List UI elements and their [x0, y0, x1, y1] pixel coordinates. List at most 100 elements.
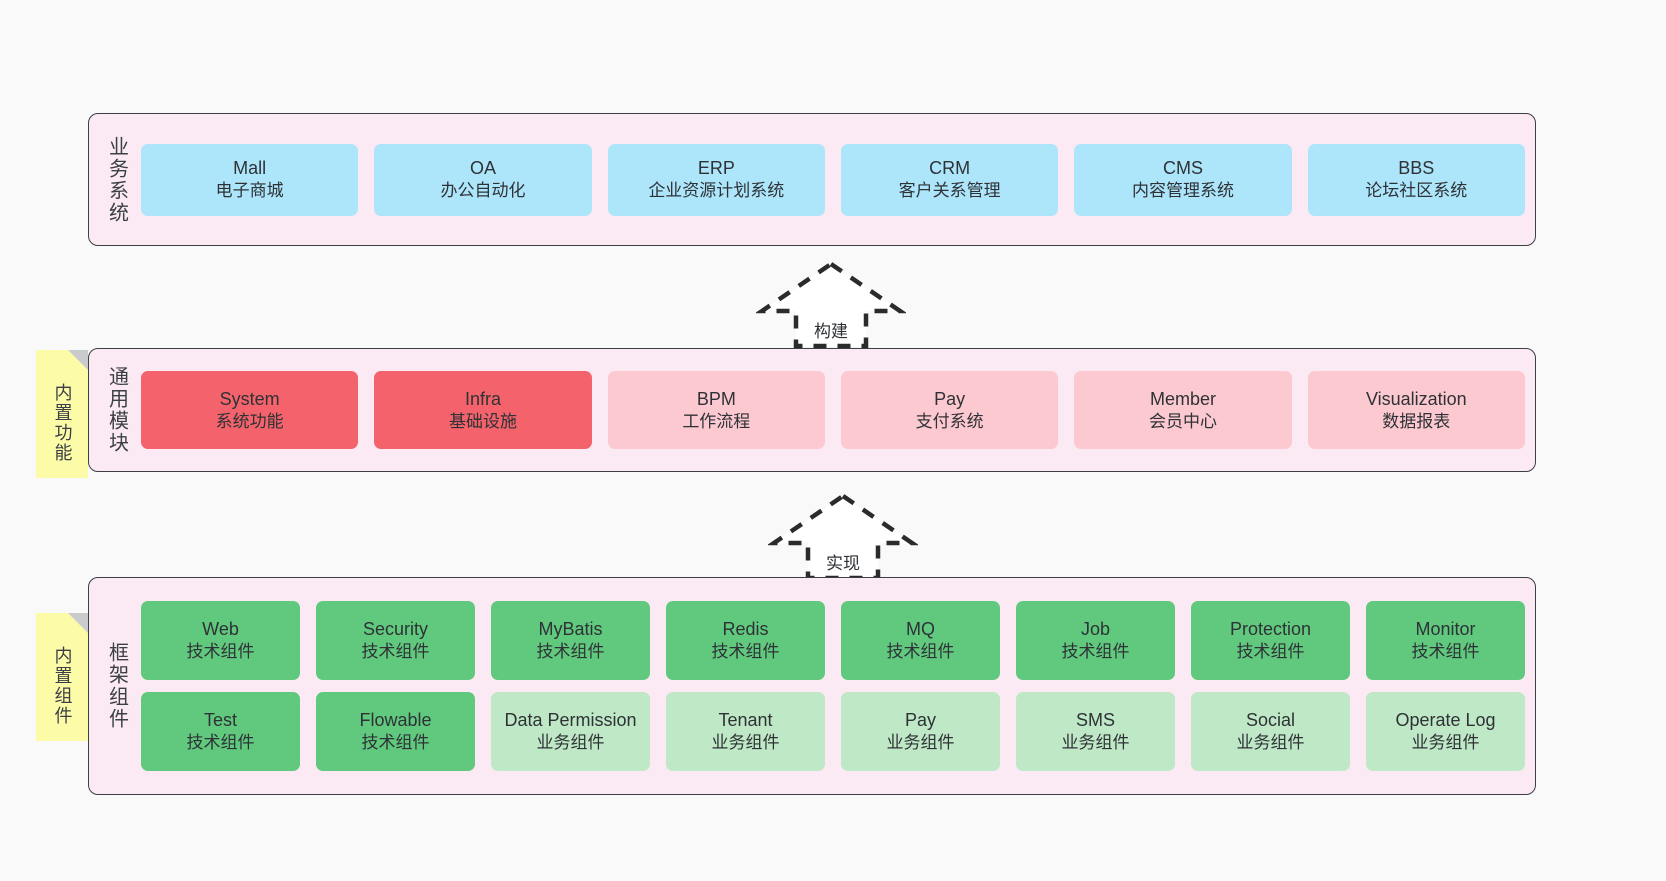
block-arrow-up-icon [768, 493, 918, 581]
card-mall[interactable]: Mall 电子商城 [141, 143, 359, 216]
card-job[interactable]: Job 技术组件 [1016, 601, 1175, 680]
card-oa[interactable]: OA 办公自动化 [374, 143, 592, 216]
card-title-en: BBS [1398, 158, 1435, 179]
card-title-en: CRM [929, 158, 971, 179]
card-title-cn: 业务组件 [886, 733, 955, 753]
card-title-cn: 技术组件 [1061, 642, 1130, 662]
card-title-en: SMS [1075, 710, 1115, 731]
card-redis[interactable]: Redis 技术组件 [666, 601, 825, 680]
card-title-en: ERP [697, 158, 735, 179]
block-arrow-up-icon [756, 261, 906, 349]
block-arrow-build: 构建 [756, 258, 906, 350]
card-visualization[interactable]: Visualization 数据报表 [1307, 371, 1525, 449]
card-title-cn: 业务组件 [711, 733, 780, 753]
card-title-en: Flowable [359, 710, 432, 731]
card-title-en: Test [203, 710, 237, 731]
card-title-en: Infra [464, 388, 501, 409]
card-pay-business[interactable]: Pay 业务组件 [841, 692, 1000, 771]
card-title-cn: 技术组件 [361, 733, 430, 753]
layer-framework-component: 框架组件 Web 技术组件 Security 技术组件 MyBatis 技术组件… [88, 577, 1536, 795]
card-title-en: Monitor [1415, 619, 1476, 640]
card-member[interactable]: Member 会员中心 [1074, 371, 1292, 449]
layer-title-business: 业务系统 [105, 135, 128, 224]
card-test[interactable]: Test 技术组件 [141, 692, 300, 771]
card-title-cn: 数据报表 [1382, 411, 1451, 431]
card-title-cn: 技术组件 [186, 642, 255, 662]
card-row: Test 技术组件 Flowable 技术组件 Data Permission … [141, 692, 1525, 771]
card-title-en: CMS [1162, 158, 1203, 179]
card-mq[interactable]: MQ 技术组件 [841, 601, 1000, 680]
card-row: Web 技术组件 Security 技术组件 MyBatis 技术组件 Redi… [141, 601, 1525, 680]
card-title-en: Redis [722, 619, 769, 640]
card-title-cn: 技术组件 [186, 733, 255, 753]
card-title-cn: 技术组件 [361, 642, 430, 662]
card-title-en: System [219, 388, 280, 409]
layer-common-module: 通用模块 System 系统功能 Infra 基础设施 BPM 工作流程 Pay… [88, 348, 1536, 472]
sticky-note-label: 内置功能 [52, 383, 73, 463]
card-system[interactable]: System 系统功能 [141, 371, 359, 449]
card-operate-log[interactable]: Operate Log 业务组件 [1366, 692, 1525, 771]
card-title-cn: 系统功能 [215, 411, 284, 431]
card-title-en: BPM [696, 388, 736, 409]
card-title-en: MQ [906, 619, 935, 640]
card-title-en: OA [469, 158, 496, 179]
card-title-cn: 工作流程 [682, 411, 751, 431]
card-protection[interactable]: Protection 技术组件 [1191, 601, 1350, 680]
card-title-en: Visualization [1365, 388, 1467, 409]
card-infra[interactable]: Infra 基础设施 [374, 371, 592, 449]
card-tenant[interactable]: Tenant 业务组件 [666, 692, 825, 771]
card-pay[interactable]: Pay 支付系统 [840, 371, 1059, 449]
card-web[interactable]: Web 技术组件 [141, 601, 300, 680]
card-title-cn: 电子商城 [215, 181, 284, 201]
card-title-cn: 基础设施 [448, 411, 517, 431]
block-arrow-implement: 实现 [768, 490, 918, 582]
card-security[interactable]: Security 技术组件 [316, 601, 475, 680]
arrow-label-build: 构建 [814, 322, 848, 341]
sticky-note-builtin-components: 内置组件 [36, 613, 88, 741]
card-title-en: Pay [934, 388, 966, 409]
card-social[interactable]: Social 业务组件 [1191, 692, 1350, 771]
layer-title-framework: 框架组件 [105, 642, 128, 730]
card-title-en: Member [1149, 388, 1216, 409]
card-title-cn: 技术组件 [1236, 642, 1305, 662]
card-data-permission[interactable]: Data Permission 业务组件 [491, 692, 650, 771]
card-title-cn: 客户关系管理 [898, 181, 1001, 201]
card-bbs[interactable]: BBS 论坛社区系统 [1307, 143, 1525, 216]
sticky-note-builtin-functions: 内置功能 [36, 350, 88, 478]
card-row: System 系统功能 Infra 基础设施 BPM 工作流程 Pay 支付系统… [141, 371, 1525, 449]
layer-business-system: 业务系统 Mall 电子商城 OA 办公自动化 ERP 企业资源计划系统 CRM… [88, 113, 1536, 246]
card-title-cn: 内容管理系统 [1131, 181, 1234, 201]
card-title-en: Protection [1229, 619, 1312, 640]
sticky-note-label: 内置组件 [52, 646, 73, 726]
card-title-en: Social [1245, 710, 1296, 731]
card-title-cn: 业务组件 [1236, 733, 1305, 753]
card-title-cn: 业务组件 [536, 733, 605, 753]
card-title-en: Mall [233, 158, 267, 179]
card-title-en: Tenant [718, 710, 773, 731]
card-title-cn: 业务组件 [1061, 733, 1130, 753]
arrow-label-implement: 实现 [826, 554, 860, 573]
card-title-cn: 技术组件 [886, 642, 955, 662]
card-title-cn: 业务组件 [1411, 733, 1480, 753]
card-crm[interactable]: CRM 客户关系管理 [840, 143, 1059, 216]
layer-title-common: 通用模块 [105, 366, 128, 454]
layer-body-common: System 系统功能 Infra 基础设施 BPM 工作流程 Pay 支付系统… [133, 357, 1525, 463]
layer-body-business: Mall 电子商城 OA 办公自动化 ERP 企业资源计划系统 CRM 客户关系… [133, 122, 1525, 237]
card-bpm[interactable]: BPM 工作流程 [607, 371, 825, 449]
card-title-en: MyBatis [538, 619, 603, 640]
card-title-cn: 论坛社区系统 [1365, 181, 1468, 201]
card-mybatis[interactable]: MyBatis 技术组件 [491, 601, 650, 680]
card-erp[interactable]: ERP 企业资源计划系统 [607, 143, 825, 216]
card-flowable[interactable]: Flowable 技术组件 [316, 692, 475, 771]
card-title-cn: 技术组件 [711, 642, 780, 662]
card-title-en: Pay [904, 710, 937, 731]
layer-body-framework: Web 技术组件 Security 技术组件 MyBatis 技术组件 Redi… [133, 586, 1525, 786]
card-title-cn: 技术组件 [1411, 642, 1480, 662]
card-monitor[interactable]: Monitor 技术组件 [1366, 601, 1525, 680]
card-title-en: Web [202, 619, 239, 640]
card-cms[interactable]: CMS 内容管理系统 [1074, 143, 1292, 216]
card-sms[interactable]: SMS 业务组件 [1016, 692, 1175, 771]
card-row: Mall 电子商城 OA 办公自动化 ERP 企业资源计划系统 CRM 客户关系… [141, 143, 1525, 216]
card-title-cn: 技术组件 [536, 642, 605, 662]
